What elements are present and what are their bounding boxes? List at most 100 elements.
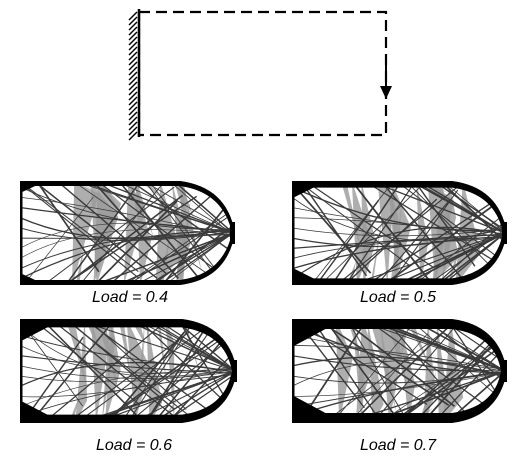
web-member	[166, 323, 237, 423]
web-member	[384, 319, 469, 417]
support-edge	[20, 319, 23, 423]
tip-member	[349, 232, 506, 285]
gray-member	[84, 319, 104, 360]
web-fibre	[20, 345, 234, 374]
design-domain-outline	[137, 10, 388, 137]
support-wedge-bottom	[20, 400, 64, 423]
web-fibre	[292, 227, 504, 248]
web-member	[43, 186, 175, 285]
support-wedge-bottom	[292, 267, 327, 285]
gray-member	[75, 238, 85, 285]
web-member	[23, 196, 94, 285]
gray-member	[335, 319, 353, 423]
web-fibre	[292, 360, 504, 387]
load-tip	[232, 360, 237, 382]
web-member	[148, 181, 215, 268]
web-fibre	[292, 227, 504, 237]
load-tip	[502, 360, 507, 382]
web-member	[300, 181, 368, 277]
web-member	[389, 189, 459, 285]
web-member	[65, 185, 138, 285]
gray-member	[65, 319, 88, 389]
web-fibre	[292, 355, 504, 372]
gray-member	[156, 319, 168, 390]
web-member	[297, 181, 410, 266]
web-member	[66, 319, 175, 410]
web-member	[435, 182, 507, 285]
load-arrow-head-icon	[380, 86, 392, 99]
tip-member	[173, 319, 236, 372]
result-panels	[20, 181, 507, 423]
gray-member	[351, 181, 373, 285]
tip-member	[402, 232, 506, 285]
caption-load-0-5: Load = 0.5	[359, 289, 437, 306]
web-fibre	[292, 217, 504, 238]
tip-member	[142, 319, 236, 372]
support-wedge-bottom	[20, 273, 46, 285]
load-tip	[502, 222, 507, 244]
support-edge	[20, 181, 23, 285]
gray-member	[390, 203, 402, 285]
web-member	[324, 319, 399, 421]
support-wedge-top	[20, 319, 64, 342]
web-member	[365, 319, 506, 420]
result-panel-p1	[20, 181, 235, 285]
support-wedge-top	[292, 181, 327, 199]
tip-member	[442, 232, 506, 285]
tip-member	[158, 232, 234, 285]
web-fibre	[20, 374, 234, 418]
tip-member	[143, 181, 234, 234]
caption-load-0-7: Load = 0.7	[359, 437, 437, 454]
tip-member	[151, 370, 236, 423]
web-fibre	[292, 324, 504, 374]
tip-member	[94, 370, 236, 423]
web-member	[94, 200, 178, 285]
web-member	[87, 319, 187, 410]
web-member	[20, 181, 140, 279]
web-fibre	[20, 365, 234, 379]
gray-member	[369, 319, 397, 413]
result-panel-p3	[20, 319, 237, 423]
web-member	[108, 191, 216, 285]
web-member	[332, 323, 414, 423]
tip-member	[173, 181, 234, 234]
web-fibre	[292, 226, 504, 280]
tip-member	[410, 181, 506, 234]
web-fibre	[20, 369, 234, 408]
support-wedge-top	[292, 319, 344, 347]
gray-member	[379, 319, 407, 423]
web-member	[405, 181, 491, 267]
support-edge	[292, 319, 295, 423]
web-member	[108, 331, 186, 423]
web-fibre	[20, 324, 234, 377]
gray-member	[416, 181, 429, 285]
tip-member	[73, 181, 234, 234]
tip-member	[117, 232, 234, 285]
load-tip	[230, 222, 235, 244]
gray-member	[158, 396, 180, 423]
web-member	[36, 181, 100, 273]
support-wedge-bottom	[292, 395, 344, 423]
web-member	[341, 319, 455, 407]
gray-member	[377, 181, 394, 285]
web-member	[344, 198, 438, 285]
web-fibre	[292, 235, 504, 270]
tip-member	[94, 232, 234, 285]
web-member	[118, 181, 205, 285]
web-fibre	[292, 356, 504, 377]
web-member	[50, 319, 178, 420]
web-fibre	[20, 368, 234, 398]
web-fibre	[20, 222, 232, 249]
web-fibre	[20, 369, 234, 383]
result-panel-p2	[292, 181, 507, 285]
web-fibre	[292, 334, 504, 376]
web-member	[20, 181, 139, 272]
tip-member	[369, 181, 506, 234]
tip-member	[79, 370, 236, 423]
tip-member	[131, 370, 236, 423]
tip-member	[135, 232, 234, 285]
web-member	[311, 319, 379, 419]
web-fibre	[20, 196, 232, 238]
web-member	[331, 182, 402, 285]
